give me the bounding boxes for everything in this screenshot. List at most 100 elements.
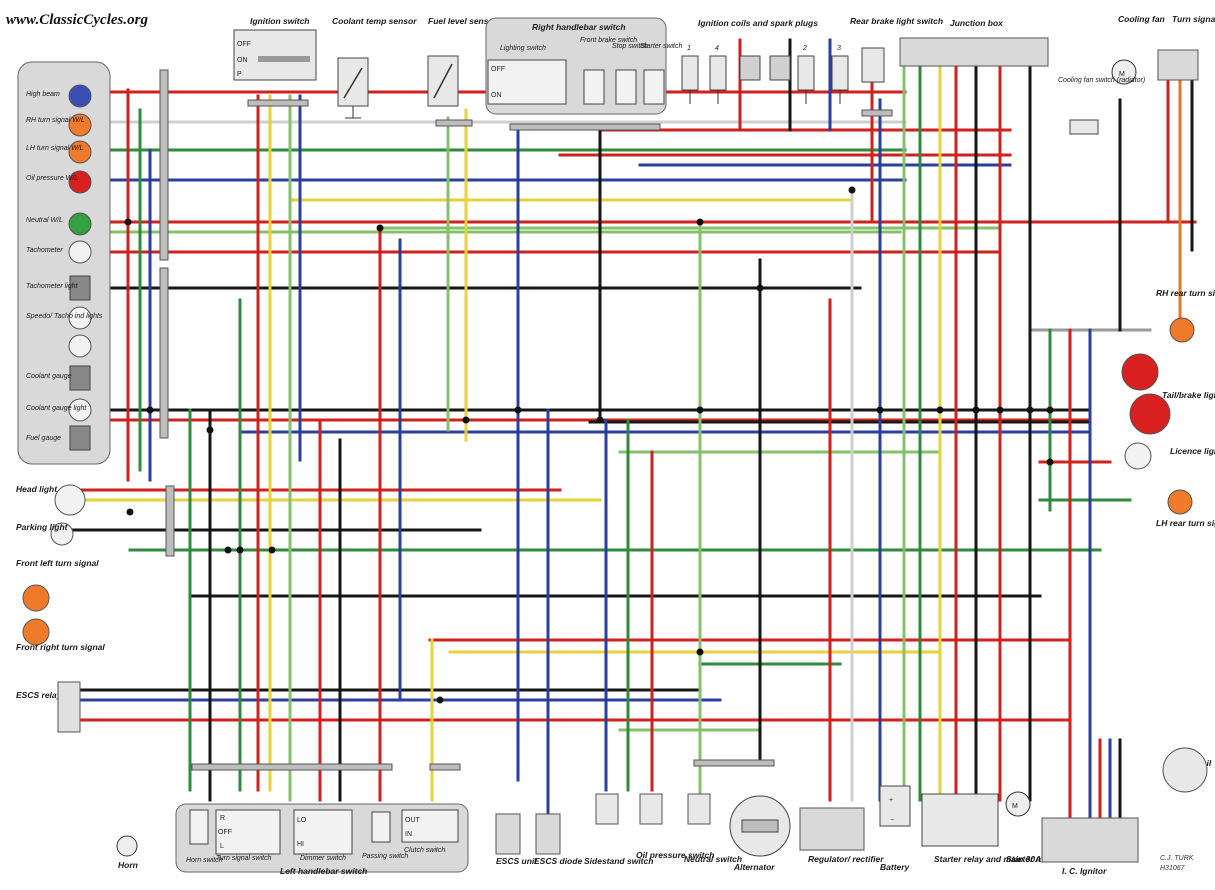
label-rear-brake-light-switch: Rear brake light switch <box>850 16 943 26</box>
fuel-level-sensor <box>427 55 459 107</box>
wire-junction <box>696 218 704 226</box>
instrument-label: Coolant gauge <box>26 373 72 380</box>
coil-number: 1 <box>687 45 691 52</box>
right-component-label: Tail/brake lights <box>1162 390 1215 400</box>
label-battery: Battery <box>880 862 911 872</box>
label-horn: Horn <box>118 860 138 870</box>
wire-junction <box>236 546 244 554</box>
escs-relay <box>57 681 81 733</box>
instrument-label: Neutral W/L <box>26 217 63 224</box>
wire-junction <box>936 406 944 414</box>
connector-block <box>191 763 393 771</box>
escs-diode <box>535 813 561 855</box>
coil-connector <box>769 55 791 81</box>
rear-lamp <box>1169 317 1195 343</box>
wires <box>68 38 1197 822</box>
wire-junction <box>972 406 980 414</box>
wire-junction <box>514 406 522 414</box>
front-lamp <box>50 522 74 546</box>
alternator-windings <box>741 819 779 833</box>
label-ic-ignitor: I. C. Ignitor <box>1062 866 1107 876</box>
rear-lamp <box>1129 393 1171 435</box>
neutral-switch <box>687 793 711 825</box>
rear-lamp <box>1121 353 1159 391</box>
starter-motor <box>1005 791 1031 817</box>
horn <box>116 835 138 857</box>
dimmer-state-hi: HI <box>297 841 304 848</box>
wire-junction <box>146 406 154 414</box>
stop-switch <box>615 69 637 105</box>
front-brake-switch <box>583 69 605 105</box>
junction-box <box>899 37 1049 67</box>
ignition-switch: OFF ON P <box>233 29 317 81</box>
turn-signal-switch: R OFF L <box>215 809 281 855</box>
wire-junction <box>876 406 884 414</box>
instrument-label: High beam <box>26 91 60 98</box>
ignition-coil <box>709 55 727 91</box>
ignition-state-on: ON <box>237 57 248 64</box>
regulator-rectifier <box>799 807 865 851</box>
label-escs-unit: ESCS unit <box>496 856 538 866</box>
clutch-switch: OUT IN <box>401 809 459 843</box>
starter-motor-m-glyph: M <box>1012 803 1018 810</box>
battery-plus-glyph: + <box>889 797 893 804</box>
instrument-label: Speedo/ Tacho ind lights <box>26 313 103 320</box>
right-component-label: LH rear turn signal <box>1156 518 1215 528</box>
wire-junction <box>756 284 764 292</box>
front-lamp <box>54 484 86 516</box>
label-alternator: Alternator <box>733 862 775 872</box>
watermark: www.ClassicCycles.org <box>6 12 148 28</box>
label-cooling-fan: Cooling fan <box>1118 14 1165 24</box>
label-ignition-coils: Ignition coils and spark plugs <box>698 18 818 28</box>
connector-block <box>247 99 309 107</box>
connector-block <box>693 759 775 767</box>
connector-block <box>165 485 175 557</box>
wire-junction <box>996 406 1004 414</box>
connector-block <box>429 763 461 771</box>
ignition-coil <box>831 55 849 91</box>
wire-junction <box>1046 458 1054 466</box>
starter-switch <box>643 69 665 105</box>
label-clutch-switch: Clutch switch <box>404 847 445 854</box>
coil-number: 2 <box>802 45 807 52</box>
instrument-label: Tachometer light <box>26 283 79 290</box>
gauge-module <box>69 275 91 301</box>
ignition-coil <box>797 55 815 91</box>
dimmer-switch: LO HI <box>293 809 353 855</box>
lighting-state-off: OFF <box>491 66 505 73</box>
label-coolant-temp-sensor: Coolant temp sensor <box>332 16 417 26</box>
oil-pressure-switch <box>639 793 663 825</box>
wire-junction <box>1026 406 1034 414</box>
connector-block <box>159 267 169 439</box>
passing-switch <box>371 811 391 843</box>
instrument-label: Coolant gauge light <box>26 405 87 412</box>
label-dimmer-switch: Dimmer switch <box>300 855 346 862</box>
indicator-lamp <box>68 240 92 264</box>
right-component-label: RH rear turn signal <box>1156 288 1215 298</box>
rear-lamp <box>1124 442 1152 470</box>
label-passing-switch: Passing switch <box>362 853 408 860</box>
battery-minus-glyph: − <box>890 817 894 824</box>
turn-state-off: OFF <box>218 829 232 836</box>
turn-signal-relay <box>1157 49 1199 81</box>
gauge-module <box>69 365 91 391</box>
label-starter-relay: Starter relay and main 30A fuse <box>934 854 1061 864</box>
right-component-label: Licence light <box>1170 446 1215 456</box>
instrument-label: LH turn signal W/L <box>26 145 84 152</box>
wire-junction <box>696 406 704 414</box>
wire-junction <box>376 224 384 232</box>
left-component-label: Front right turn signal <box>16 642 105 652</box>
lighting-state-on: ON <box>491 92 502 99</box>
wire-junction <box>124 218 132 226</box>
wire-junction <box>268 546 276 554</box>
label-stop-switch: Stop switch <box>612 43 648 50</box>
indicator-lamp <box>68 398 92 422</box>
label-turn-signal-relay: Turn signal relay <box>1172 14 1215 24</box>
wire-junction <box>224 546 232 554</box>
cooling-fan-switch <box>1069 119 1099 135</box>
ignition-state-p: P <box>237 71 242 78</box>
turn-state-l: L <box>220 843 224 850</box>
